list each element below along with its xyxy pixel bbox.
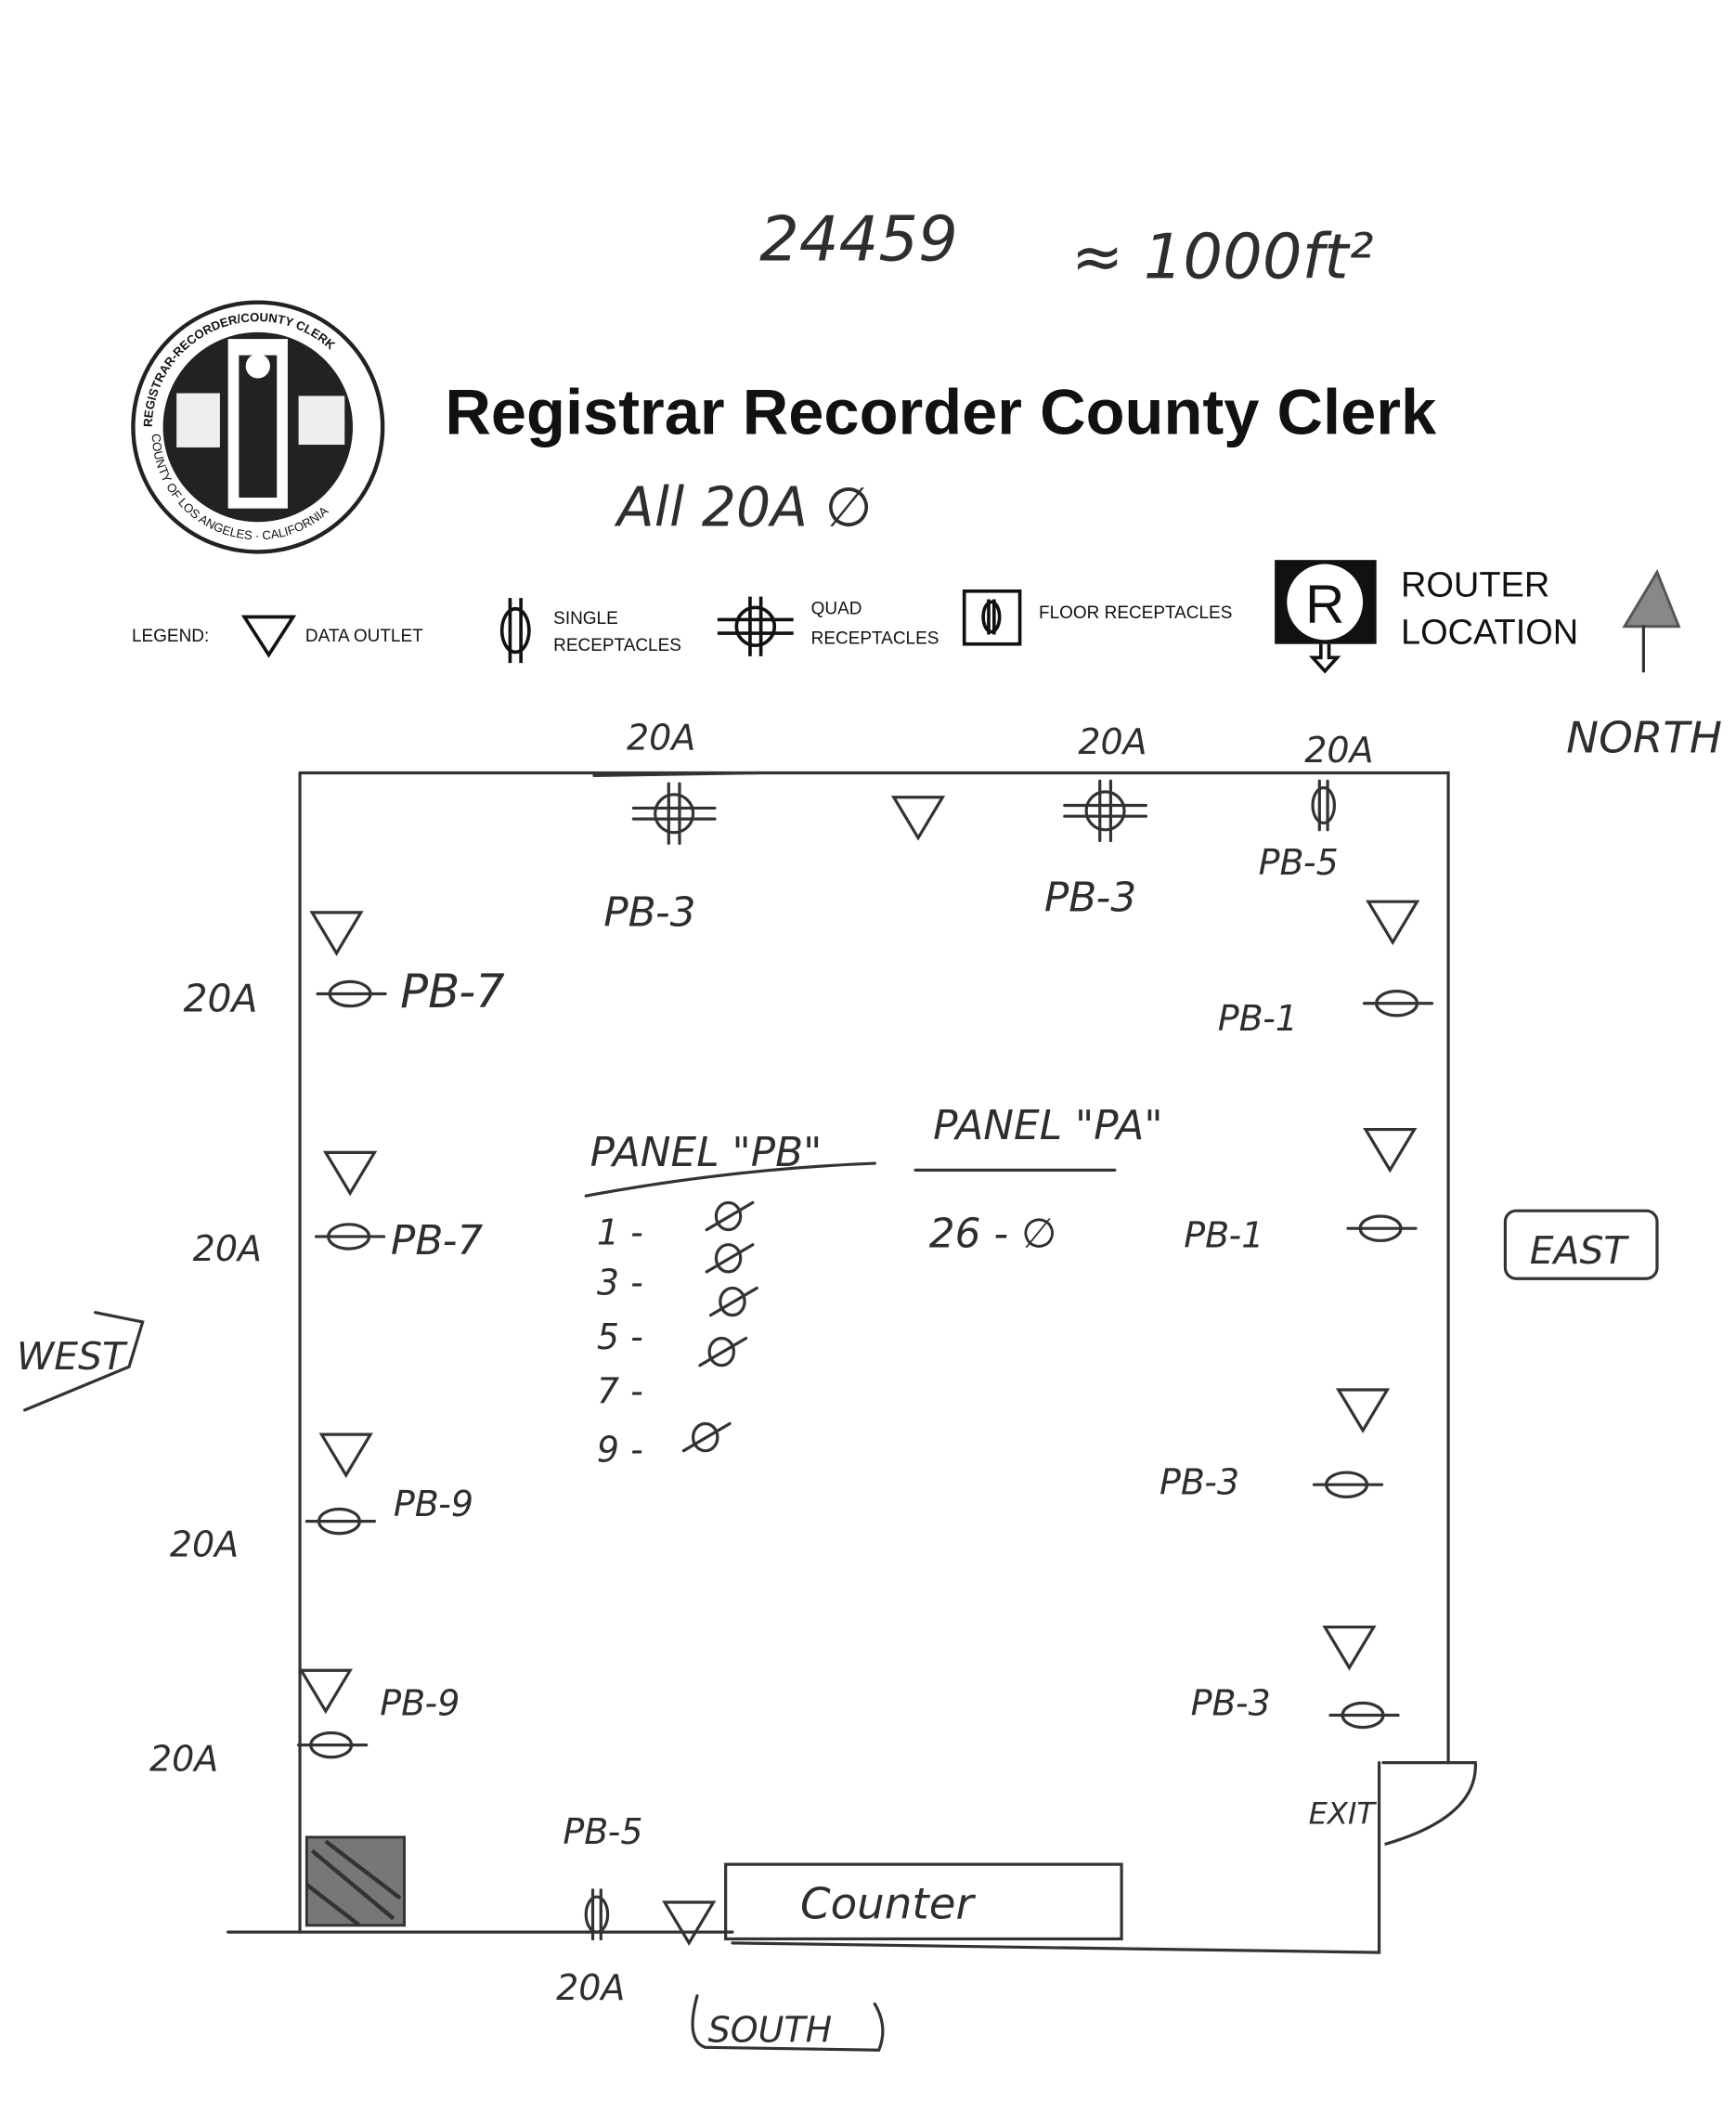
circuit-label: PB-5: [563, 1811, 642, 1852]
county-seal-logo: REGISTRAR-RECORDER/COUNTY CLERK COUNTY O…: [131, 300, 385, 554]
circuit-label: PB-3: [1159, 1461, 1239, 1502]
panel-row: 5 -: [597, 1316, 643, 1357]
amps-label: 20A: [1078, 721, 1147, 762]
circuit-label: PB-5: [1259, 842, 1339, 883]
legend-quad-1: QUAD: [811, 600, 862, 619]
amps-label: 20A: [556, 1967, 625, 2008]
hatched-area: [304, 1835, 406, 1927]
receptacle-icon: [1328, 1701, 1400, 1730]
quad-receptacle-icon: [717, 596, 794, 656]
west-label: WEST: [17, 1311, 145, 1412]
receptacle-icon: [304, 1507, 376, 1536]
circuit-label: PB-1: [1184, 1215, 1263, 1256]
data-outlet-icon: [1323, 1625, 1376, 1669]
receptacle-icon: [1346, 1214, 1418, 1242]
circuit-label: PB-7: [391, 1217, 483, 1264]
data-outlet-icon: [1364, 1127, 1417, 1172]
receptacle-icon: [708, 1286, 758, 1317]
circuit-label: PB-9: [380, 1682, 460, 1723]
legend-single-2: RECEPTACLES: [553, 636, 681, 655]
circuit-label: PB-3: [603, 888, 695, 936]
router-glyph: R: [1305, 574, 1344, 634]
panel-row: 1 -: [597, 1212, 643, 1253]
receptacle-icon: [297, 1731, 369, 1759]
south-label: SOUTH: [691, 1994, 885, 2052]
receptacle-icon: [705, 1200, 755, 1232]
annotation-all-circuits: All 20A ∅: [614, 476, 873, 539]
amps-label: 20A: [149, 1738, 218, 1779]
receptacle-icon: [1312, 1471, 1384, 1498]
circuit-label: PB-1: [1218, 998, 1298, 1039]
panel-row: 7 -: [597, 1371, 643, 1412]
panel-pb-schedule: PANEL "PB" 1 - 3 - 5 - 7 - 9 -: [584, 1129, 876, 1470]
receptacle-icon: [314, 1223, 386, 1251]
right-wall-outlets: PB-1 PB-1 PB-3 PB-3: [1159, 900, 1434, 1730]
circuit-label: PB-3: [1191, 1682, 1271, 1723]
receptacle-icon: [316, 979, 387, 1008]
receptacle-icon: [705, 1243, 755, 1274]
north-arrow-icon: [1622, 569, 1681, 673]
panel-pa-title: PANEL "PA": [933, 1102, 1162, 1149]
data-outlet-icon: [892, 796, 944, 840]
bottom-wall-outlets: PB-5 20A: [556, 1811, 716, 2008]
legend-data-outlet: DATA OUTLET: [305, 627, 423, 646]
panel-row: 9 -: [597, 1429, 643, 1470]
receptacle-icon: [1362, 989, 1434, 1018]
single-receptacle-icon: [499, 598, 531, 664]
panel-pa-schedule: PANEL "PA" 26 - ∅: [913, 1102, 1163, 1258]
panel-row: 3 -: [597, 1263, 643, 1303]
floor-receptacle-icon: [962, 589, 1022, 646]
room-walls: [227, 771, 1477, 1954]
amps-label: 20A: [627, 718, 695, 758]
legend-single-1: SINGLE: [553, 609, 618, 629]
circuit-label: PB-3: [1044, 874, 1136, 921]
counter-label: Counter: [800, 1880, 976, 1930]
legend-router-1: ROUTER: [1401, 566, 1549, 605]
panel-row: 26 - ∅: [929, 1211, 1057, 1258]
router-icon: R: [1275, 560, 1377, 674]
svg-text:WEST: WEST: [17, 1334, 128, 1379]
data-outlet-icon: [324, 1150, 376, 1195]
legend-floor: FLOOR RECEPTACLES: [1039, 603, 1232, 623]
circuit-label: PB-9: [394, 1484, 473, 1524]
data-outlet-icon: [310, 911, 363, 955]
data-outlet-icon: [240, 615, 297, 658]
page-title: Registrar Recorder County Clerk: [445, 376, 1437, 447]
svg-text:SOUTH: SOUTH: [708, 2009, 833, 2050]
legend-label: LEGEND:: [132, 627, 209, 646]
amps-label: 20A: [170, 1524, 239, 1565]
legend-router-2: LOCATION: [1401, 614, 1578, 653]
top-wall-outlets: 20A PB-3 20A PB-3 20A PB-5: [592, 718, 1374, 936]
amps-label: 20A: [193, 1228, 262, 1269]
data-outlet-icon: [299, 1668, 352, 1713]
north-label: NORTH: [1566, 714, 1722, 764]
legend-quad-2: RECEPTACLES: [811, 629, 939, 649]
data-outlet-icon: [663, 1900, 716, 1945]
east-label: EAST: [1503, 1209, 1659, 1280]
receptacle-icon: [681, 1421, 732, 1453]
counter: Counter: [724, 1862, 1123, 1941]
data-outlet-icon: [319, 1432, 372, 1477]
amps-label: 20A: [183, 977, 257, 1021]
data-outlet-icon: [1367, 900, 1419, 944]
left-wall-outlets: 20A PB-7 20A PB-7 PB-9 20A PB-9 20A: [149, 911, 505, 1779]
data-outlet-icon: [1337, 1388, 1389, 1432]
exit-label: EXIT: [1309, 1795, 1378, 1831]
circuit-label: PB-7: [400, 965, 505, 1018]
amps-label: 20A: [1304, 730, 1373, 771]
receptacle-icon: [698, 1336, 748, 1368]
quad-receptacle-icon: [631, 782, 717, 846]
annotation-number: 24459: [759, 202, 958, 275]
legend: LEGEND: DATA OUTLET SINGLE RECEPTACLES Q…: [132, 560, 1578, 674]
quad-receptacle-icon: [1063, 779, 1148, 843]
svg-text:EAST: EAST: [1530, 1228, 1630, 1273]
single-receptacle-icon: [1311, 779, 1337, 832]
annotation-area: ≈ 1000ft²: [1071, 220, 1374, 292]
